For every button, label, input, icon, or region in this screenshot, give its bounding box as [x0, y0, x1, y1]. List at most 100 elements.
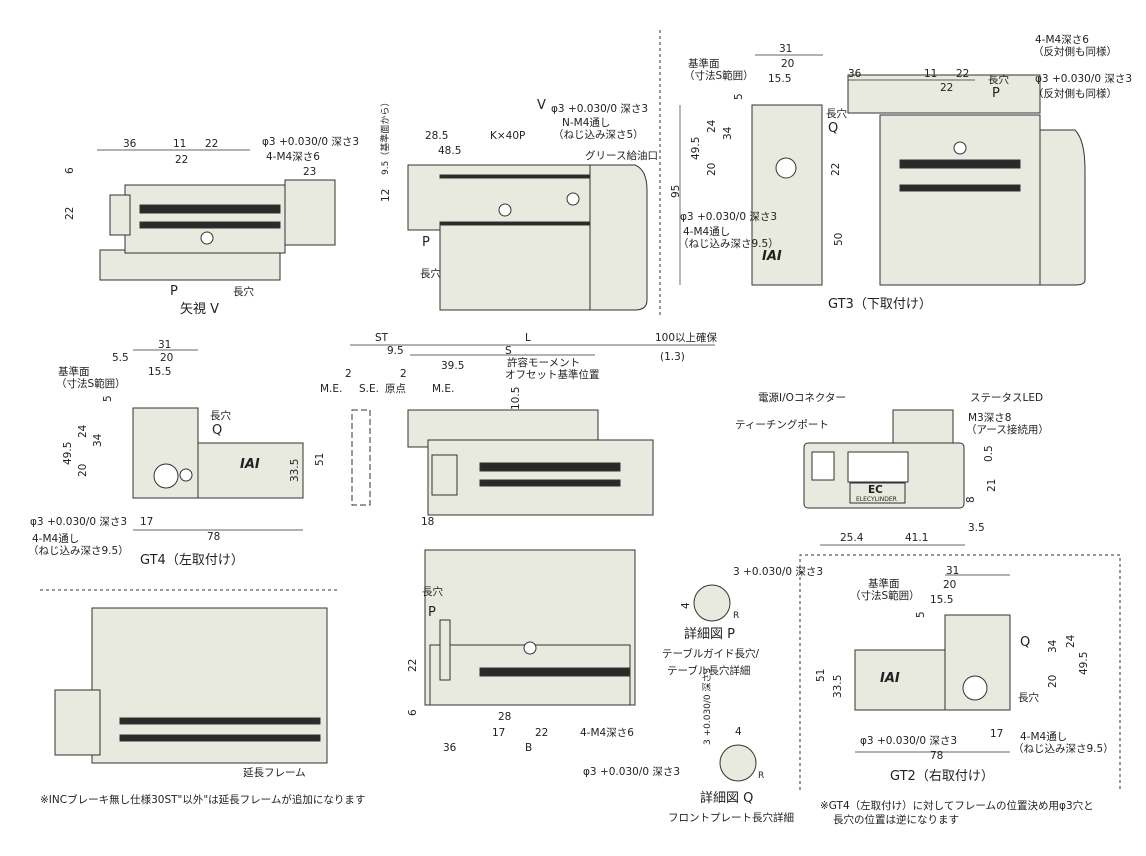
dim-22: 22 [830, 162, 842, 176]
hole-spec: φ3 +0.030/0 深さ3 [583, 766, 681, 778]
label-q: Q [212, 423, 223, 438]
dim-51: 51 [314, 452, 326, 466]
tap-spec: 4-M4通し [32, 533, 80, 545]
dim-41-1: 41.1 [905, 532, 929, 544]
dim-10-5: 10.5 [510, 386, 522, 410]
dim-34: 34 [722, 126, 734, 140]
dim-22: 22 [940, 82, 954, 94]
label-slot: 長穴 [826, 108, 847, 120]
teaching-port-label: ティーチングポート [735, 419, 829, 431]
detail-p-dim: 3 +0.030/0 深さ3 [733, 566, 824, 578]
label-slot: 長穴 [422, 586, 443, 598]
controller-part [803, 409, 965, 509]
detail-q-4: 4 [735, 726, 742, 738]
dim-28: 28 [498, 711, 512, 723]
dim-31: 31 [946, 565, 960, 577]
tap-spec: 4-M4通し [683, 226, 731, 238]
dim-51: 51 [815, 668, 827, 682]
gt2-note: 長穴の位置は逆になります [833, 814, 959, 826]
iai-logo: IAI [880, 671, 900, 686]
dim-6: 6 [64, 167, 76, 174]
dim-17: 17 [990, 728, 1004, 740]
detail-p-sub: テーブルガイド長穴/ [662, 648, 760, 660]
dim-15-5: 15.5 [768, 73, 792, 85]
dim-kx40p: K×40P [490, 130, 526, 142]
gt2-part [854, 614, 1011, 711]
dim-24: 24 [1065, 634, 1077, 648]
ref-range: （寸法S範囲） [684, 70, 754, 82]
dim-34: 34 [1047, 639, 1059, 653]
bottom-part [54, 549, 636, 764]
label-q: Q [828, 121, 839, 136]
moment-label: オフセット基準位置 [505, 369, 600, 381]
hole-spec: φ3 +0.030/0 深さ3 [680, 211, 778, 223]
tap-spec: 4-M4深さ6 [266, 151, 320, 163]
iai-logo: IAI [240, 457, 260, 472]
dim-21: 21 [986, 478, 998, 492]
dim-22: 22 [175, 154, 189, 166]
dim-20: 20 [160, 352, 174, 364]
label-slot: 長穴 [1018, 692, 1039, 704]
dim-49-5: 49.5 [1078, 651, 1090, 675]
opposite-note: （反対側も同様） [1033, 88, 1117, 100]
dim-8: 8 [965, 496, 977, 503]
tap-spec: N-M4通し [562, 117, 611, 129]
dim-l: L [525, 332, 531, 344]
label-p: P [422, 235, 430, 250]
dim-20: 20 [943, 579, 957, 591]
clearance-note: 100以上確保 [655, 332, 718, 344]
dim-22: 22 [205, 138, 219, 150]
label-q: Q [1020, 635, 1031, 650]
dim-28-5: 28.5 [425, 130, 449, 142]
tap-depth: （ねじ込み深さ5） [553, 129, 644, 141]
dim-9-5: 9.5 [387, 345, 404, 357]
dim-6: 6 [407, 709, 419, 716]
label-p: P [428, 605, 436, 620]
label-slot: 長穴 [210, 410, 231, 422]
dim-36: 36 [123, 138, 137, 150]
dim-22: 22 [956, 68, 970, 80]
tap-spec: 4-M4深さ6 [580, 727, 634, 739]
moment-label: 許容モーメント [507, 357, 581, 369]
dim-b: B [525, 742, 533, 754]
view-title: GT4（左取付け） [140, 553, 244, 568]
dim-20: 20 [781, 58, 795, 70]
detail-q-dim: 3 +0.030/0 深さ3 [703, 667, 713, 745]
dim-39-5: 39.5 [441, 360, 465, 372]
hole-spec: φ3 +0.030/0 深さ3 [262, 136, 360, 148]
brand-label: ELECYLINDER [856, 496, 897, 503]
detail-p-r: R [733, 611, 740, 621]
dim-33-5: 33.5 [832, 674, 844, 698]
view-v-part [99, 179, 336, 281]
dim-2: 2 [400, 368, 407, 380]
label-slot: 長穴 [988, 74, 1009, 86]
main-side-part [351, 409, 654, 516]
detail-q-sub: フロントプレート長穴詳細 [668, 812, 794, 824]
dim-5-5: 5.5 [112, 352, 129, 364]
dim-20: 20 [77, 463, 89, 477]
brake-note: ※INCブレーキ無し仕様30ST"以外"は延長フレームが追加になります [40, 794, 366, 806]
detail-p-circle [693, 584, 731, 622]
dim-s: S [505, 345, 512, 357]
label-origin: 原点 [385, 383, 406, 395]
detail-p-sub: テーブル長穴詳細 [667, 665, 751, 677]
dim-49-5: 49.5 [62, 441, 74, 465]
dim-95: 95 [670, 184, 682, 198]
grease-port-label: グリース給油口 [585, 150, 658, 162]
ref-surface: 基準面 [688, 58, 720, 70]
dim-31: 31 [779, 43, 793, 55]
dim-11: 11 [924, 68, 938, 80]
view-title: GT3（下取付け） [828, 297, 932, 312]
dim-5: 5 [733, 93, 745, 100]
dim-9-5: 9.5（基準面から） [381, 97, 391, 175]
label-slot: 長穴 [233, 286, 254, 298]
dim-3-5: 3.5 [968, 522, 985, 534]
detail-p-title: 詳細図 P [684, 627, 735, 642]
detail-p-4: 4 [680, 602, 692, 609]
dim-15-5: 15.5 [930, 594, 954, 606]
iai-logo: IAI [762, 249, 782, 264]
dim-17: 17 [140, 516, 154, 528]
dim-18: 18 [421, 516, 435, 528]
